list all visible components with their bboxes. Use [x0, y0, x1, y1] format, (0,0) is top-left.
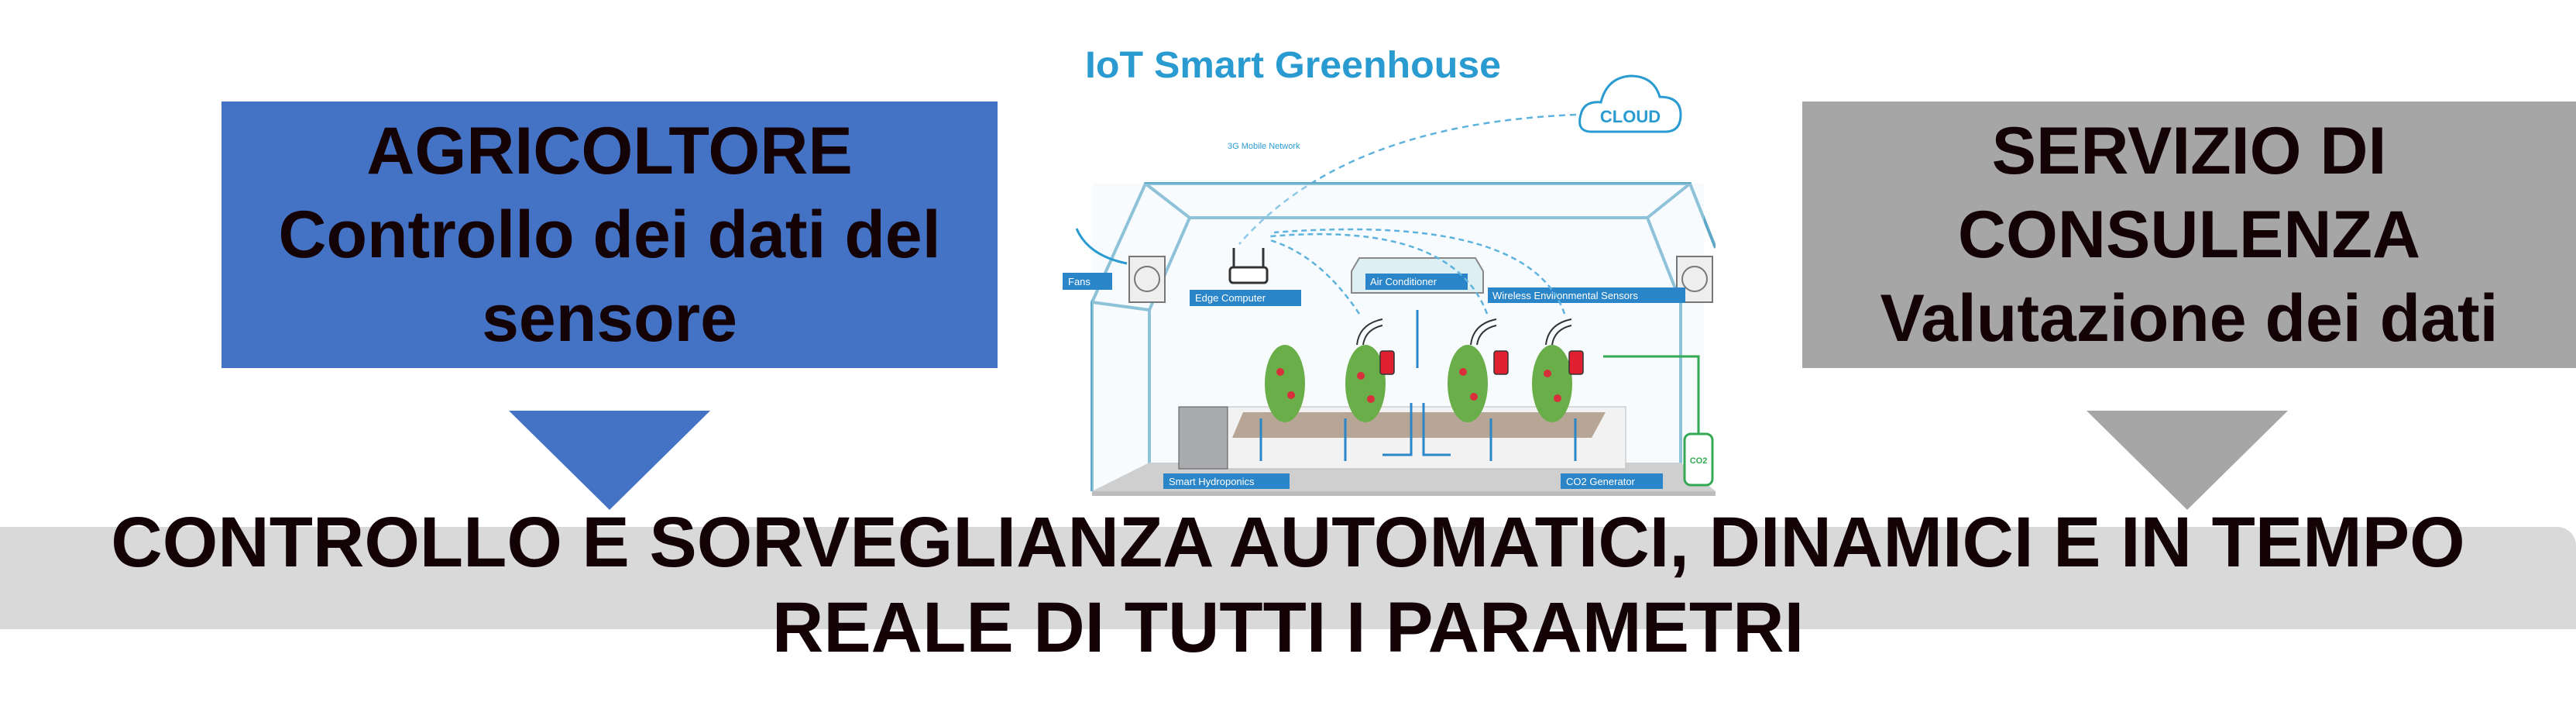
diagram-title: IoT Smart Greenhouse — [1085, 45, 1501, 86]
sensor-links — [1269, 228, 1566, 315]
greenhouse-frame — [1091, 182, 1716, 491]
air-conditioner-label-bg — [1365, 274, 1468, 290]
farmer-box: AGRICOLTORE Controllo dei dati del senso… — [222, 102, 998, 368]
farmer-title: AGRICOLTORE — [366, 114, 853, 188]
soil — [1232, 412, 1606, 438]
consulting-line-3: Valutazione dei dati — [1880, 281, 2499, 356]
co2-bottle-label: CO2 — [1690, 456, 1708, 466]
co2-generator-label: CO2 Generator — [1566, 476, 1636, 487]
edge-computer-label: Edge Computer — [1195, 292, 1266, 304]
co2-generator-label-bg — [1561, 473, 1663, 489]
edge-computer-label-bg — [1190, 290, 1301, 306]
cloud-icon: CLOUD — [1578, 74, 1682, 133]
floor — [1092, 491, 1716, 496]
hydroponics-label-bg — [1163, 473, 1290, 489]
cloud-label: CLOUD — [1600, 107, 1661, 126]
sensors-label-bg — [1488, 287, 1685, 303]
consulting-line-1: SERVIZIO DI — [1991, 114, 2387, 188]
network-link — [1238, 113, 1577, 245]
co2-bottle-icon — [1683, 432, 1714, 487]
co2-pipe — [1603, 355, 1700, 434]
hydroponics-label: Smart Hydroponics — [1169, 476, 1255, 487]
water-flow-arrows — [1259, 403, 1577, 461]
consulting-box: SERVIZIO DI CONSULENZA Valutazione dei d… — [1802, 102, 2576, 368]
network-label: 3G Mobile Network — [1228, 142, 1300, 151]
hydroponics-unit-icon — [1178, 406, 1228, 470]
sensors-label: Wireless Environmental Sensors — [1492, 290, 1638, 301]
wireless-signal-icons — [1356, 318, 1572, 346]
tomato-plants — [1265, 345, 1572, 422]
sensor-icons — [1379, 350, 1584, 375]
fan-icon — [1128, 256, 1166, 303]
farmer-line-3: sensore — [482, 281, 737, 356]
bottom-banner — [0, 527, 2576, 629]
banner-line-1: CONTROLLO E SORVEGLIANZA AUTOMATICI, DIN… — [111, 503, 2465, 582]
consulting-line-2: CONSULENZA — [1957, 198, 2421, 272]
bottom-banner-text: CONTROLLO E SORVEGLIANZA AUTOMATICI, DIN… — [0, 500, 2576, 670]
fans-label-bg — [1063, 273, 1112, 290]
iot-greenhouse-diagram: IoT Smart Greenhouse CLOUD 3G Mobile Net… — [1063, 45, 1716, 496]
router-icon — [1228, 248, 1269, 284]
banner-line-2: REALE DI TUTTI I PARAMETRI — [771, 588, 1805, 667]
farmer-arrow-down — [509, 411, 710, 510]
airflow-arrow-icon — [1075, 228, 1128, 265]
consulting-arrow-down — [2087, 411, 2288, 510]
air-conditioner-label: Air Conditioner — [1370, 276, 1437, 287]
fans-label: Fans — [1068, 276, 1091, 287]
farmer-line-2: Controllo dei dati del — [278, 198, 941, 272]
